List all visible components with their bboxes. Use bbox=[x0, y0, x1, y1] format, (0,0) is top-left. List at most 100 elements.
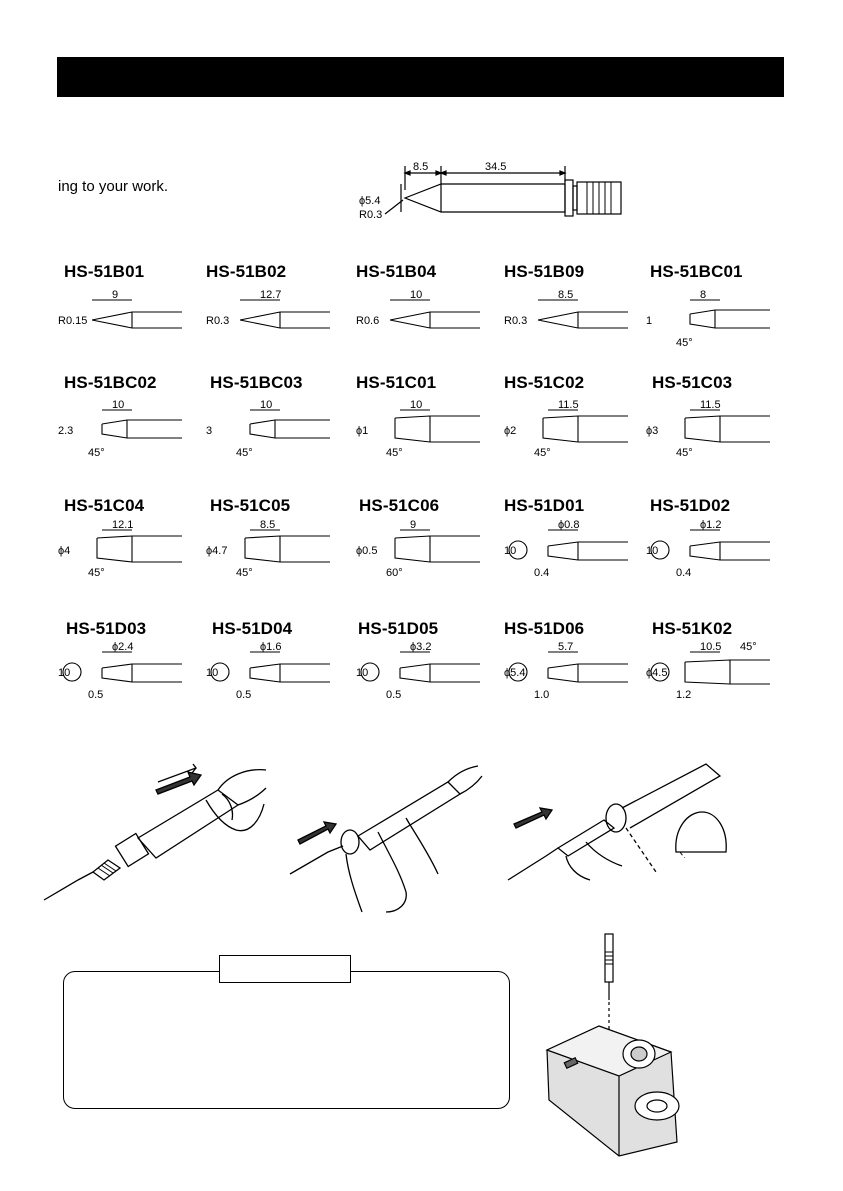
tip-dimension-label: ϕ1 bbox=[356, 425, 368, 437]
tip-dimension-label: R0.3 bbox=[206, 315, 229, 327]
tip-dimension-label: R0.6 bbox=[356, 315, 379, 327]
tip-model-label: HS-51BC03 bbox=[210, 373, 303, 392]
tip-dimension-label: 8.5 bbox=[260, 519, 275, 531]
tip-drawing-hs-51c05: 8.5 ϕ4.7 45° bbox=[206, 519, 330, 579]
tip-dimension-label: 2.3 bbox=[58, 425, 73, 437]
tip-model-label: HS-51C01 bbox=[356, 373, 437, 392]
tip-dimension-label: 11.5 bbox=[558, 399, 579, 411]
tip-drawing-hs-51b01: 9R0.15 bbox=[58, 289, 182, 329]
tip-drawing-hs-51d02: ϕ1.2 10 0.4 bbox=[646, 519, 770, 579]
tip-dimension-label: 0.4 bbox=[676, 567, 691, 579]
tip-dimension-label: 45° bbox=[88, 567, 105, 579]
tip-model-label: HS-51BC02 bbox=[64, 373, 157, 392]
tip-dimension-label: 9 bbox=[410, 519, 416, 531]
tip-model-label: HS-51B01 bbox=[64, 262, 145, 281]
tip-dimension-label: ϕ0.8 bbox=[558, 519, 579, 531]
tip-dimension-label: 12.1 bbox=[112, 519, 133, 531]
tip-dimension-label: R0.3 bbox=[504, 315, 527, 327]
tip-dimension-label: R0.15 bbox=[58, 315, 87, 327]
tip-dimension-label: 10 bbox=[410, 399, 422, 411]
main-tip-dim-tip-length: 8.5 bbox=[413, 161, 428, 173]
tip-model-label: HS-51B02 bbox=[206, 262, 287, 281]
tip-dimension-label: 1.2 bbox=[676, 689, 691, 701]
tip-dimension-label: ϕ0.5 bbox=[356, 545, 377, 557]
caution-box bbox=[63, 971, 510, 1109]
tip-drawing-hs-51c01: 10 ϕ1 45° bbox=[356, 399, 480, 459]
tip-model-label: HS-51C03 bbox=[652, 373, 733, 392]
caution-label-box bbox=[219, 955, 351, 983]
tip-model-label: HS-51C02 bbox=[504, 373, 585, 392]
tip-dimension-label: 1 bbox=[646, 315, 652, 327]
main-tip-dim-radius: R0.3 bbox=[359, 209, 382, 221]
tip-dimension-label: 10 bbox=[260, 399, 272, 411]
tip-model-label: HS-51D02 bbox=[650, 496, 731, 515]
tip-drawing-hs-51bc02: 10 2.3 45° bbox=[58, 399, 182, 459]
tip-dimension-label: ϕ3.2 bbox=[410, 641, 431, 653]
tip-dimension-label: 45° bbox=[676, 337, 693, 349]
tip-model-label: HS-51BC01 bbox=[650, 262, 743, 281]
tip-dimension-label: ϕ4 bbox=[58, 545, 70, 557]
main-tip-dim-shaft-length: 34.5 bbox=[485, 161, 506, 173]
tip-drawing-hs-51c02: 11.5 ϕ2 45° bbox=[504, 399, 628, 459]
tip-drawing-hs-51b09: 8.5R0.3 bbox=[504, 289, 628, 329]
tip-dimension-label: 8 bbox=[700, 289, 706, 301]
tip-dimension-label: 0.5 bbox=[236, 689, 251, 701]
tip-dimension-label: 5.7 bbox=[558, 641, 573, 653]
tip-dimension-label: 45° bbox=[236, 567, 253, 579]
main-tip-diagram: 8.5 34.5 ϕ5.4 R0.3 bbox=[359, 161, 622, 221]
tip-dimension-label: 45° bbox=[740, 641, 757, 653]
tip-drawing-hs-51c04: 12.1 ϕ4 45° bbox=[58, 519, 182, 579]
section-header-bar bbox=[57, 57, 784, 97]
tip-dimension-label: 0.5 bbox=[386, 689, 401, 701]
tip-dimension-label: 45° bbox=[534, 447, 551, 459]
tip-dimension-label: ϕ1.6 bbox=[260, 641, 281, 653]
nut-detail-circle bbox=[675, 811, 727, 858]
tip-dimension-label: 45° bbox=[676, 447, 693, 459]
tip-dimension-label: ϕ2 bbox=[504, 425, 516, 437]
tip-dimension-label: ϕ4.5 bbox=[646, 667, 667, 679]
tip-drawing-hs-51bc01: 8 1 45° bbox=[646, 289, 770, 349]
tip-dimension-label: 45° bbox=[386, 447, 403, 459]
tip-dimension-label: 11.5 bbox=[700, 399, 721, 411]
tip-dimension-label: ϕ4.7 bbox=[206, 545, 227, 557]
tip-drawing-hs-51b02: 12.7R0.3 bbox=[206, 289, 330, 329]
tip-dimension-label: 3 bbox=[206, 425, 212, 437]
main-tip-dim-diameter: ϕ5.4 bbox=[359, 195, 380, 207]
nut-tightening-illustration bbox=[507, 763, 721, 881]
tip-drawing-hs-51c06: 9ϕ0.560° bbox=[356, 519, 480, 579]
tip-model-label: HS-51K02 bbox=[652, 619, 733, 638]
tip-dimension-label: 45° bbox=[236, 447, 253, 459]
tip-model-label: HS-51C05 bbox=[210, 496, 291, 515]
tip-model-label: HS-51D03 bbox=[66, 619, 147, 638]
tip-dimension-label: 10 bbox=[58, 667, 70, 679]
tip-dimension-label: 10 bbox=[410, 289, 422, 301]
iron-holder-illustration bbox=[545, 933, 680, 1157]
tip-dimension-label: 1.0 bbox=[534, 689, 549, 701]
tip-model-label: HS-51B09 bbox=[504, 262, 585, 281]
tip-dimension-label: 10.5 bbox=[700, 641, 721, 653]
tip-dimension-label: 0.4 bbox=[534, 567, 549, 579]
tip-model-label: HS-51C06 bbox=[359, 496, 440, 515]
tip-model-label: HS-51D01 bbox=[504, 496, 585, 515]
tip-removal-illustration bbox=[43, 763, 267, 901]
tip-model-label: HS-51B04 bbox=[356, 262, 437, 281]
tip-dimension-label: 10 bbox=[356, 667, 368, 679]
tip-dimension-label: 12.7 bbox=[260, 289, 281, 301]
tip-drawing-hs-51d05: ϕ3.2 10 0.5 bbox=[356, 641, 480, 701]
tip-model-label: HS-51D04 bbox=[212, 619, 293, 638]
tip-dimension-label: 0.5 bbox=[88, 689, 103, 701]
tip-drawing-hs-51bc03: 10 3 45° bbox=[206, 399, 330, 459]
tip-drawing-hs-51k02: 10.5 ϕ4.5 1.2 45° bbox=[646, 641, 770, 701]
tip-dimension-label: 9 bbox=[112, 289, 118, 301]
tip-dimension-label: 45° bbox=[88, 447, 105, 459]
tip-dimension-label: 10 bbox=[112, 399, 124, 411]
tip-dimension-label: 10 bbox=[646, 545, 658, 557]
tip-model-label: HS-51D05 bbox=[358, 619, 439, 638]
tip-dimension-label: ϕ1.2 bbox=[700, 519, 721, 531]
tip-dimension-label: ϕ5.4 bbox=[504, 667, 525, 679]
tip-model-label: HS-51D06 bbox=[504, 619, 585, 638]
